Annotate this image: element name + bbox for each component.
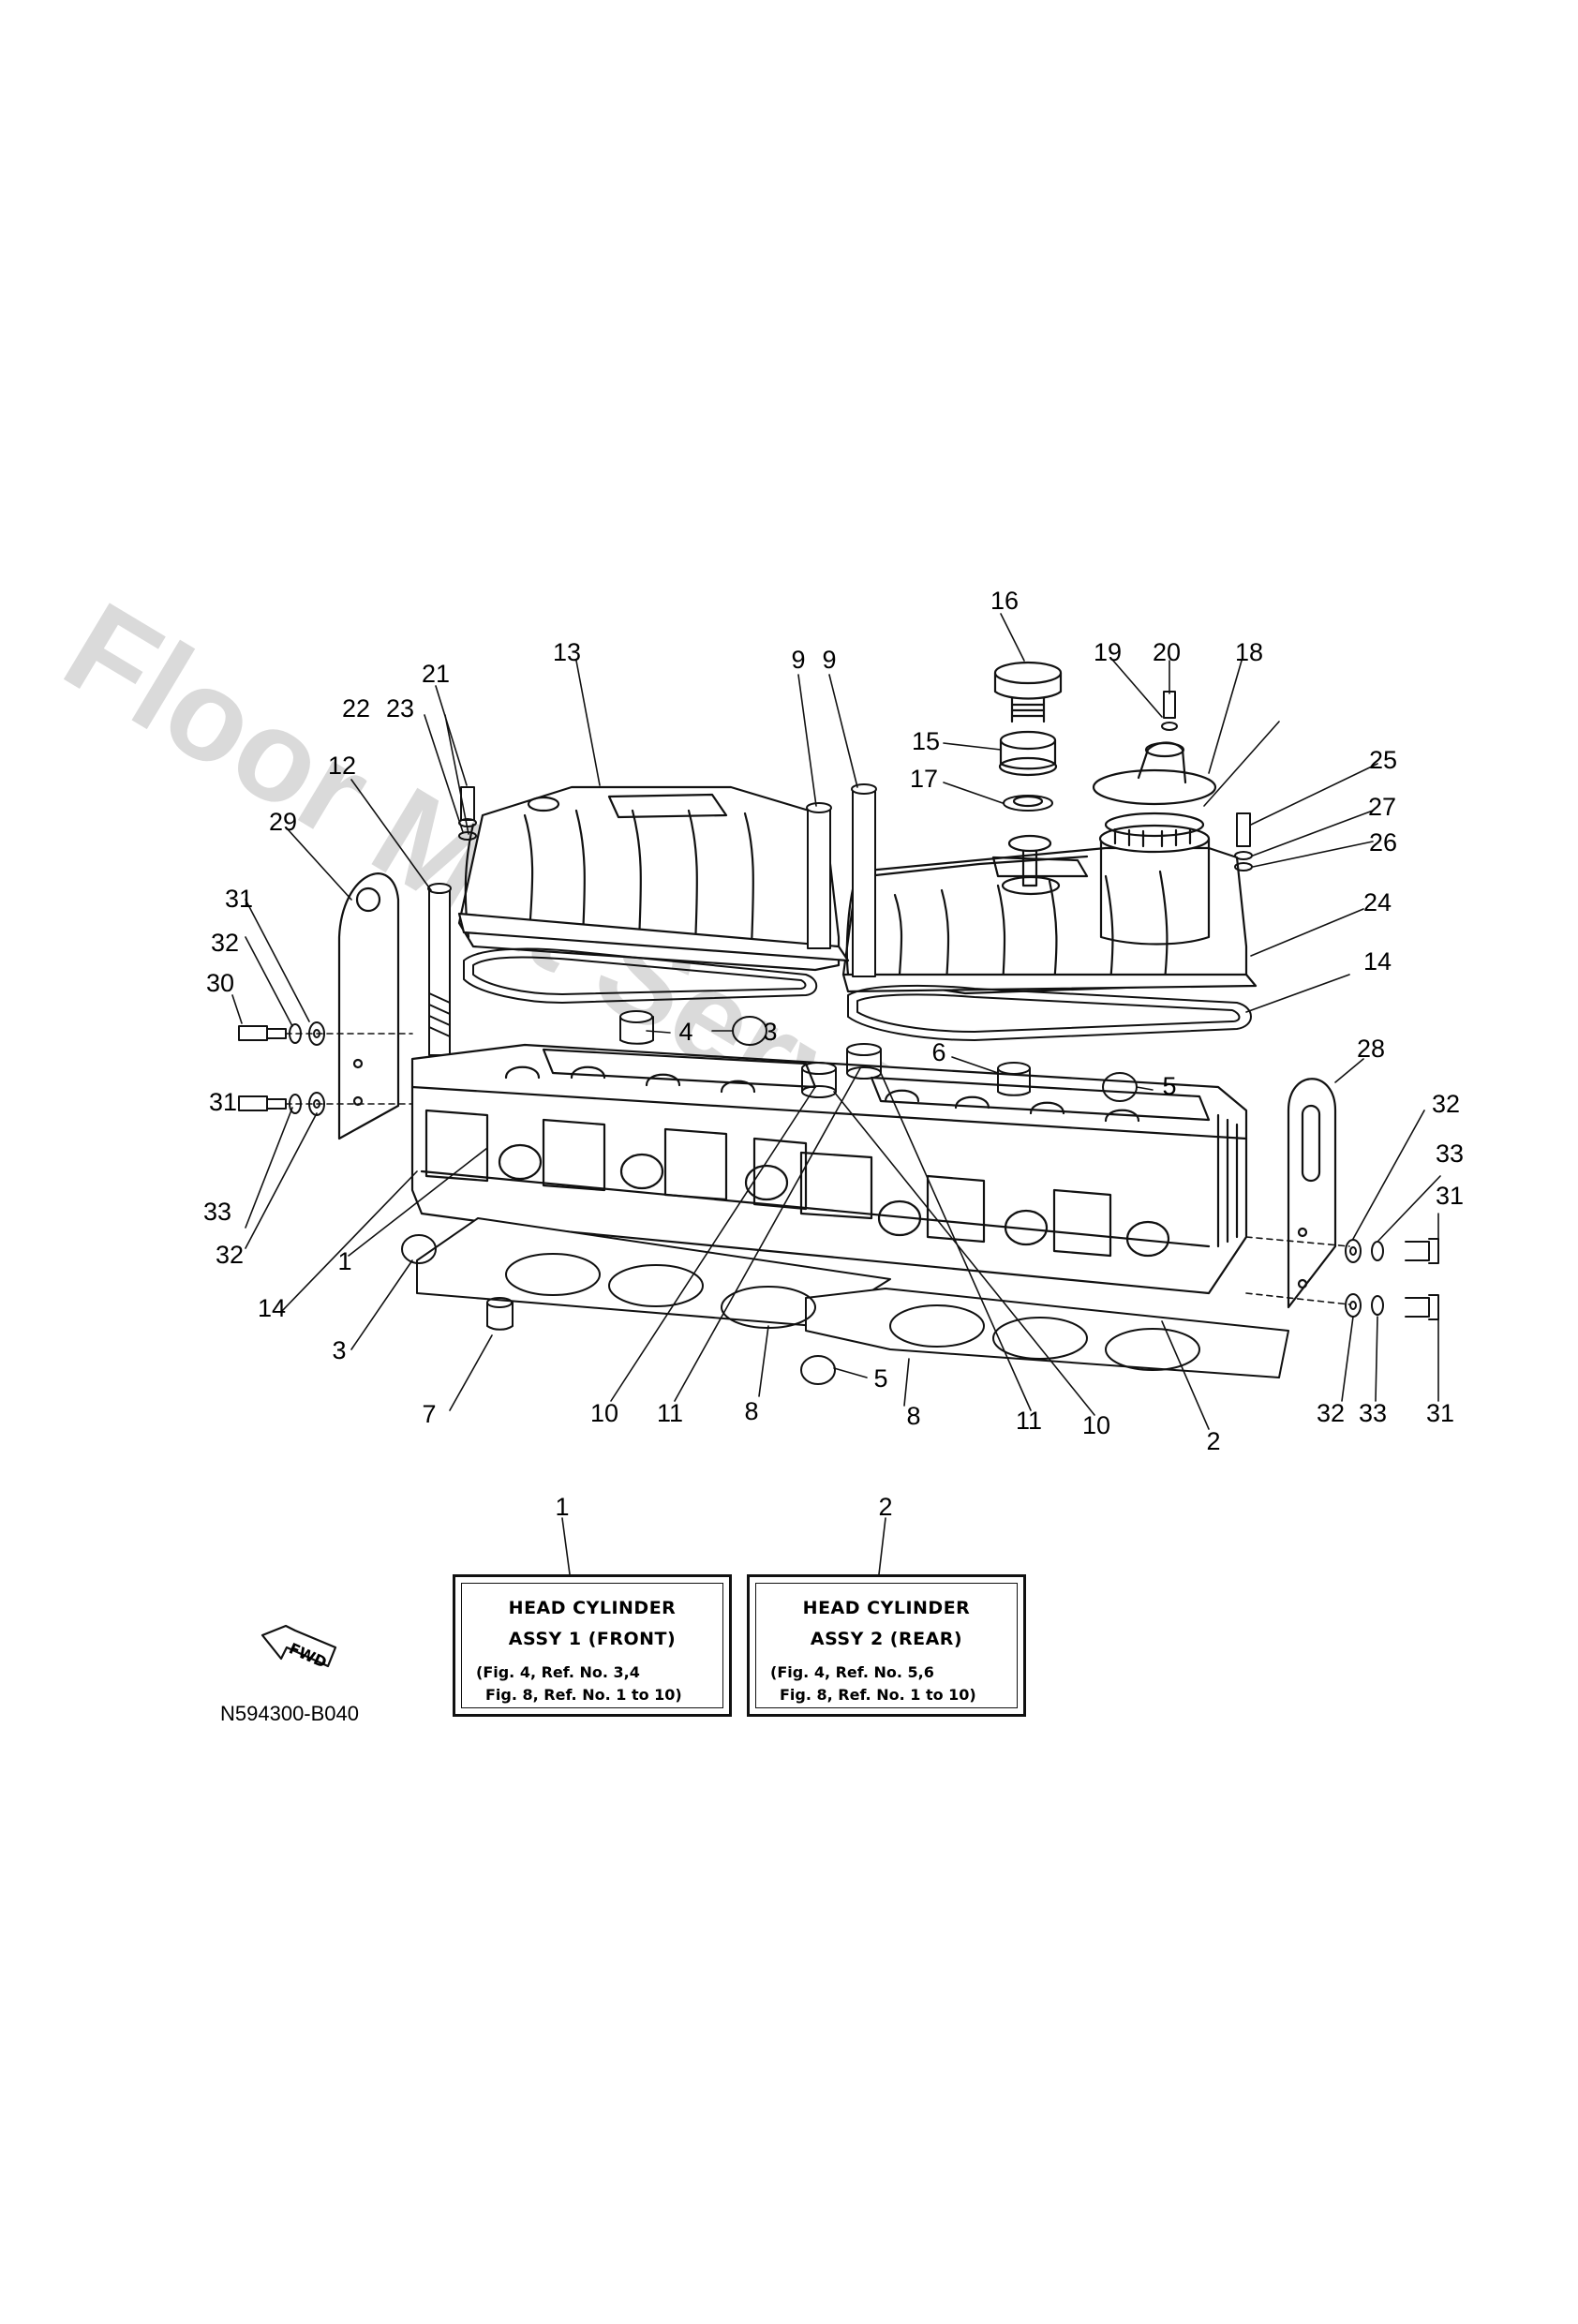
legend-rear-ref-2: Fig. 8, Ref. No. 1 to 10) — [780, 1686, 976, 1704]
callout-11: 11 — [1016, 1407, 1042, 1435]
lifting-brackets — [337, 872, 1337, 1309]
callout-32: 32 — [211, 929, 239, 957]
callout-31: 31 — [225, 885, 253, 913]
callout-4: 4 — [678, 1018, 692, 1046]
callout-20: 20 — [1153, 638, 1181, 666]
callout-22: 22 — [342, 694, 370, 723]
part-code: N594300-B040 — [220, 1702, 360, 1725]
callout-7: 7 — [422, 1400, 436, 1428]
callout-14: 14 — [1363, 947, 1392, 976]
callout-26: 26 — [1369, 828, 1397, 857]
callout-32: 32 — [1432, 1090, 1460, 1118]
callout-24: 24 — [1363, 888, 1392, 916]
callout-10: 10 — [590, 1399, 618, 1427]
callout-18: 18 — [1235, 638, 1263, 666]
callout-9: 9 — [791, 646, 805, 674]
legend-rear-ref-1: (Fig. 4, Ref. No. 5,6 — [770, 1663, 934, 1681]
front-valve-cover — [457, 785, 850, 972]
valve-cover-gaskets — [463, 947, 1252, 1041]
callout-8: 8 — [906, 1402, 920, 1430]
callout-19: 19 — [1094, 638, 1122, 666]
callout-5: 5 — [1162, 1072, 1176, 1100]
head-bolts — [427, 783, 877, 1056]
callout-25: 25 — [1369, 746, 1397, 774]
callout-2: 2 — [1206, 1427, 1220, 1455]
legend-rear-title-1: HEAD CYLINDER — [802, 1598, 971, 1618]
rear-valve-cover — [841, 661, 1258, 995]
callout-32: 32 — [216, 1241, 244, 1269]
legend-front-ref-1: (Fig. 4, Ref. No. 3,4 — [476, 1663, 640, 1681]
callout-32: 32 — [1317, 1399, 1345, 1427]
legend-rear-title-2: ASSY 2 (REAR) — [810, 1629, 963, 1649]
callout-1: 1 — [337, 1247, 351, 1275]
callout-11: 11 — [657, 1399, 683, 1427]
callout-33: 33 — [203, 1198, 231, 1226]
callout-21: 21 — [422, 660, 450, 688]
legend-front-title-2: ASSY 1 (FRONT) — [508, 1629, 677, 1649]
cylinder-head-body — [410, 1043, 1248, 1295]
legend-box-rear: HEAD CYLINDER ASSY 2 (REAR) (Fig. 4, Ref… — [747, 1574, 1026, 1717]
callout-14: 14 — [258, 1294, 286, 1322]
legend-number-1: 1 — [555, 1493, 569, 1521]
callout-3: 3 — [763, 1018, 777, 1046]
leader-lines — [231, 613, 1441, 1575]
callout-30: 30 — [206, 969, 234, 997]
callout-31: 31 — [1436, 1182, 1464, 1210]
callout-8: 8 — [744, 1397, 758, 1425]
callout-17: 17 — [910, 765, 938, 793]
legend-box-front: HEAD CYLINDER ASSY 1 (FRONT) (Fig. 4, Re… — [453, 1574, 732, 1717]
callout-13: 13 — [553, 638, 581, 666]
callout-31: 31 — [209, 1088, 237, 1116]
fwd-arrow-icon: FWD — [261, 1624, 337, 1672]
callout-16: 16 — [990, 587, 1019, 615]
callout-5: 5 — [873, 1364, 887, 1393]
callout-23: 23 — [386, 694, 414, 723]
callout-6: 6 — [931, 1038, 945, 1066]
callout-12: 12 — [328, 752, 356, 780]
callout-15: 15 — [912, 727, 940, 755]
callout-9: 9 — [822, 646, 836, 674]
head-gaskets — [416, 1217, 1289, 1378]
callout-31: 31 — [1426, 1399, 1454, 1427]
callout-27: 27 — [1368, 793, 1396, 821]
callout-28: 28 — [1357, 1035, 1385, 1063]
callout-3: 3 — [332, 1336, 346, 1364]
callout-10: 10 — [1082, 1411, 1110, 1439]
callout-33: 33 — [1436, 1140, 1464, 1168]
callout-29: 29 — [269, 808, 297, 836]
callout-33: 33 — [1359, 1399, 1387, 1427]
legend-front-ref-2: Fig. 8, Ref. No. 1 to 10) — [485, 1686, 682, 1704]
legend-number-2: 2 — [878, 1493, 892, 1521]
legend-front-title-1: HEAD CYLINDER — [508, 1598, 677, 1618]
